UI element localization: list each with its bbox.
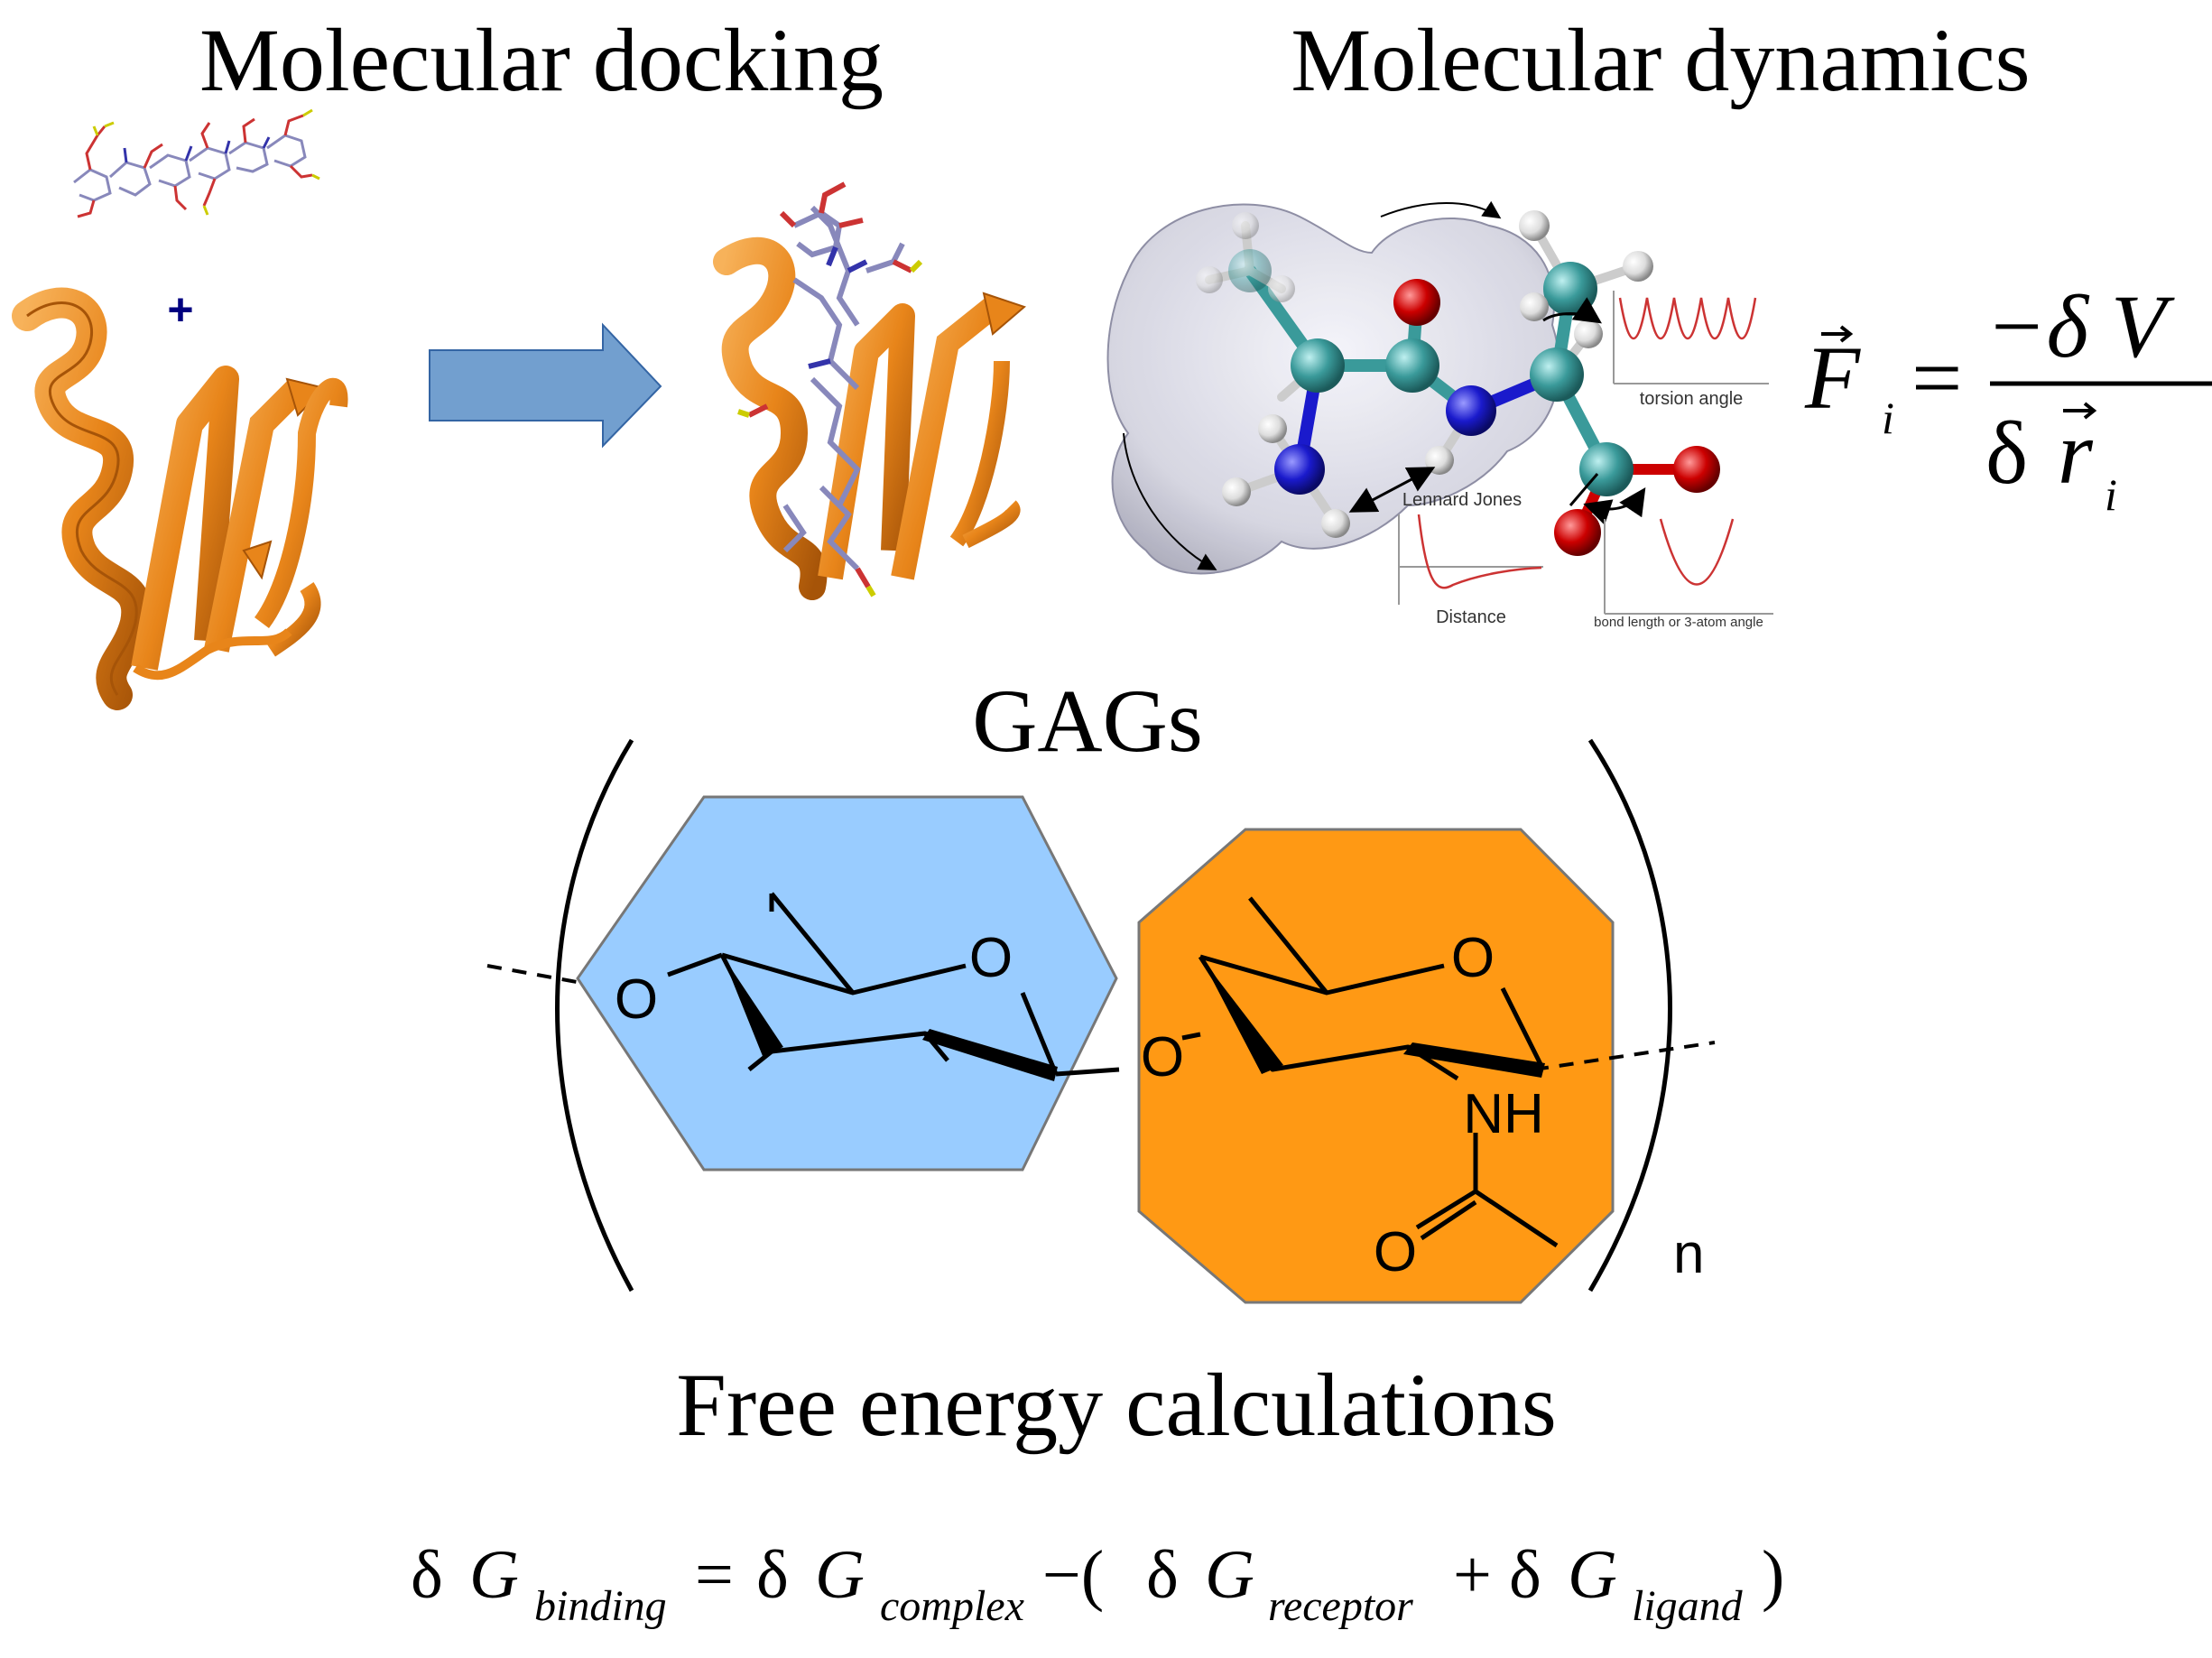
repeat-bracket-left [555,738,634,1292]
eq-sub-complex: complex [880,1582,1024,1630]
ring2-oxygen-ring: O [1451,927,1495,989]
gag-disaccharide-structure: n O O [486,738,1716,1304]
torsion-angle-label: torsion angle [1640,389,1744,409]
amino-sugar-octagon [1137,828,1615,1304]
ring1-oxygen-link: O [615,968,658,1031]
md-molecule-illustration [1106,200,1720,575]
eq-delta-4: δ [1509,1537,1541,1613]
ring1-oxygen-ring: O [969,927,1013,989]
eq-sub-ligand: ligand [1632,1582,1744,1630]
eq-minus-paren: −( [1042,1537,1104,1613]
force-numerator: −δ V [1985,276,2175,376]
repeat-subscript-n: n [1673,1223,1704,1285]
eq-g-4: G [1568,1537,1617,1613]
heading-gags: GAGs [972,671,1203,771]
force-equals: = [1911,328,1962,428]
ligand-stick-model [73,108,320,218]
force-denominator-subscript: i [2105,469,2117,520]
amide-oxygen: O [1374,1221,1417,1283]
force-denominator-r: r [2058,403,2094,503]
heading-free-energy: Free energy calculations [676,1355,1557,1455]
torsion-angle-plot: torsion angle [1613,291,1769,409]
bond-length-label: bond length or 3-atom angle [1594,615,1763,630]
force-equation: F i = −δ V δ r i [1804,276,2212,520]
eq-equals: = [695,1537,734,1613]
lennard-jones-label: Lennard Jones [1402,490,1522,510]
bond-length-plot: bond length or 3-atom angle [1594,518,1773,630]
docking-arrow [429,322,662,449]
eq-g-2: G [815,1537,865,1613]
protein-ligand-complex [713,181,1026,600]
eq-g-3: G [1205,1537,1254,1613]
eq-delta-1: δ [411,1537,443,1613]
lennard-jones-plot: Lennard Jones Distance [1398,490,1543,627]
eq-delta-2: δ [756,1537,789,1613]
plus-sign: + [167,284,193,335]
force-subscript: i [1882,393,1894,443]
force-denominator-delta: δ [1985,403,2028,503]
amide-nh: NH [1463,1083,1544,1145]
repeat-bracket-right [1587,738,1672,1292]
eq-sub-receptor: receptor [1268,1582,1413,1630]
force-symbol: F [1804,328,1861,428]
distance-label: Distance [1436,607,1506,627]
eq-sub-binding: binding [534,1582,667,1630]
heading-molecular-dynamics: Molecular dynamics [1291,10,2030,110]
svg-text:δ: δ [411,1537,443,1613]
heading-molecular-docking: Molecular docking [199,10,884,110]
protein-ribbon-receptor [12,287,348,710]
eq-close-paren: ) [1762,1537,1784,1613]
eq-plus: + [1453,1537,1492,1613]
eq-delta-3: δ [1146,1537,1179,1613]
binding-energy-equation: δ G binding = δ G complex −( δ G recepto… [411,1537,1784,1630]
ring2-oxygen-link: O [1141,1026,1184,1088]
eq-g-1: G [469,1537,519,1613]
